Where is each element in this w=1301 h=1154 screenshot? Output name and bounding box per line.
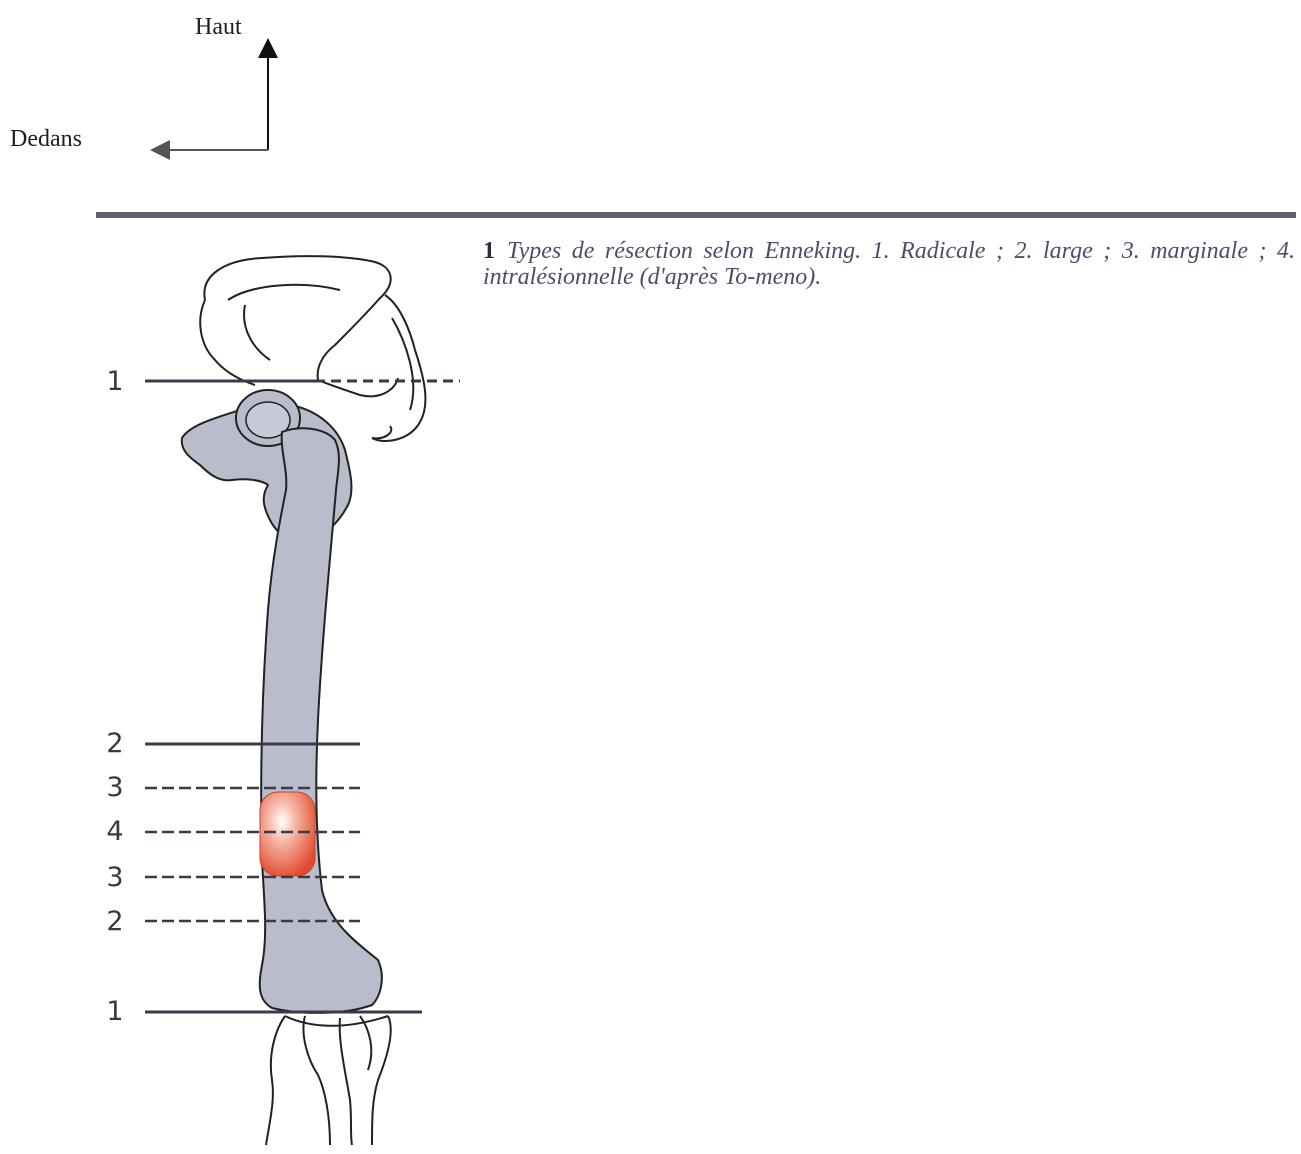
tibia-outline <box>266 1016 391 1145</box>
orientation-arrows <box>160 48 268 150</box>
tumor-lesion <box>260 792 315 876</box>
